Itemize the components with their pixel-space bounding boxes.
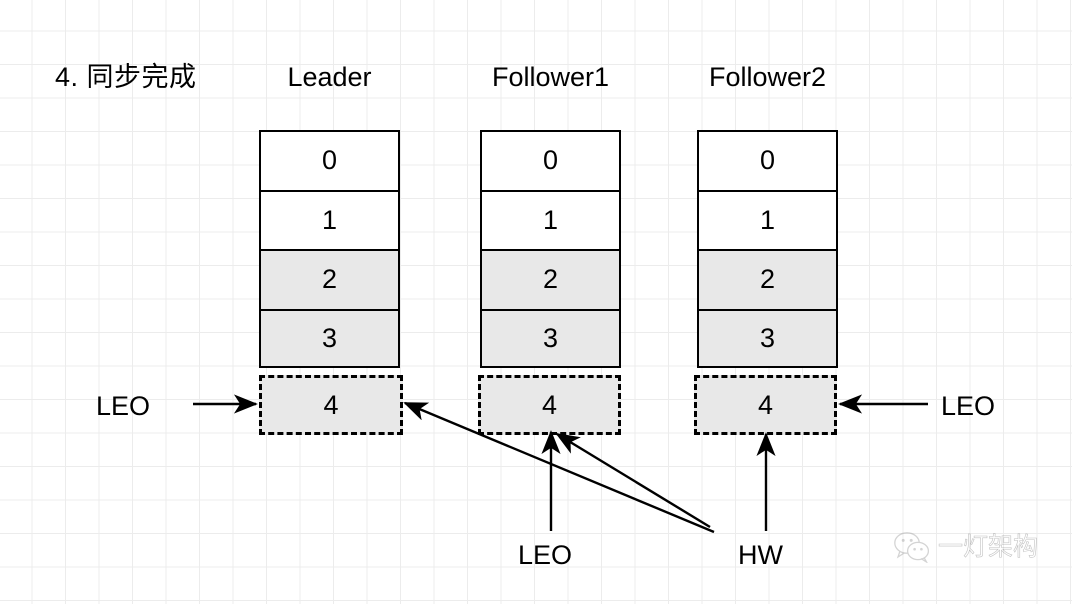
log-column-follower1: 0 1 2 3 [480, 130, 621, 368]
label-leo-left: LEO [96, 391, 151, 421]
log-cell: 0 [480, 130, 621, 190]
label-hw-bottom: HW [738, 540, 783, 570]
label-leo-right: LEO [941, 391, 996, 421]
log-cell: 0 [259, 130, 400, 190]
log-cell: 3 [480, 308, 621, 368]
log-cell: 2 [480, 249, 621, 309]
step-title: 4. 同步完成 [55, 62, 197, 92]
watermark-text: 一灯架构 [938, 533, 1039, 562]
log-cell: 0 [697, 130, 838, 190]
log-cell: 3 [697, 308, 838, 368]
log-cell-dashed-follower2: 4 [694, 375, 837, 435]
column-header-follower1: Follower1 [491, 62, 610, 92]
wechat-icon [894, 532, 930, 563]
log-cell: 1 [697, 189, 838, 249]
log-cell-dashed-leader: 4 [259, 375, 403, 435]
watermark: 一灯架构 [893, 531, 1038, 563]
log-column-leader: 0 1 2 3 [259, 130, 400, 368]
log-cell: 2 [697, 249, 838, 309]
label-leo-bottom: LEO [518, 540, 573, 570]
log-column-follower2: 0 1 2 3 [697, 130, 838, 368]
log-cell: 2 [259, 249, 400, 309]
column-header-follower2: Follower2 [708, 62, 827, 92]
log-cell-dashed-follower1: 4 [478, 375, 621, 435]
log-cell: 3 [259, 308, 400, 368]
log-cell: 1 [259, 189, 400, 249]
arrow-hw-to-follower1 [555, 432, 711, 529]
column-header-leader: Leader [287, 62, 372, 92]
log-cell: 1 [480, 189, 621, 249]
